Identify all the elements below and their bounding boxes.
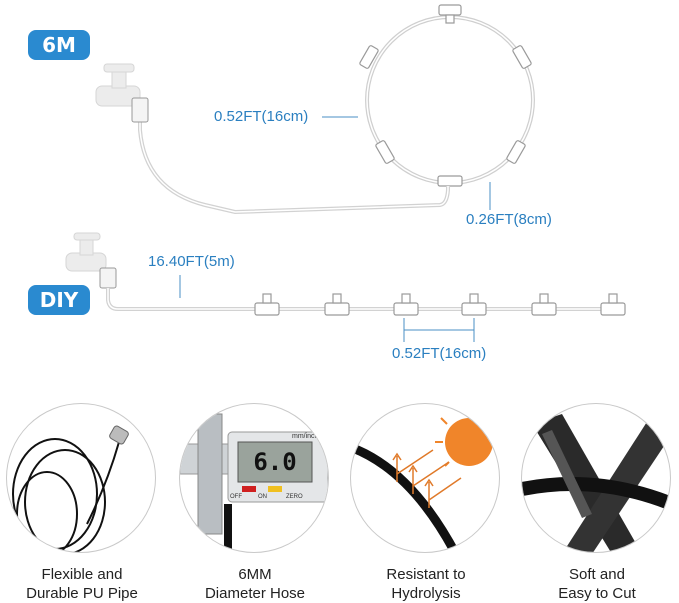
line-spacing-label: 0.52FT(16cm) (392, 345, 487, 362)
svg-text:OFF: OFF (230, 494, 242, 500)
diy-faucet-icon (65, 232, 117, 289)
badge-6m: 6M (28, 30, 90, 60)
diy-tees (254, 293, 626, 316)
misting-diagram (65, 4, 626, 342)
sun-icon (351, 408, 498, 552)
caliper-icon: 6.0 mm/inch OFF ON ZERO (180, 413, 328, 552)
svg-text:6.0: 6.0 (253, 448, 296, 476)
feature-circle-hose (6, 403, 156, 553)
feature-circle-sun (350, 403, 500, 553)
badge-diy: DIY (28, 285, 90, 315)
coiled-hose-icon (12, 425, 129, 552)
scissors-icon (522, 414, 670, 552)
faucet-icon (95, 63, 149, 123)
ring-spacing-label: 0.52FT(16cm) (214, 108, 309, 125)
ring-tees (359, 4, 532, 187)
feature-circle-scissors (521, 403, 671, 553)
svg-text:mm/inch: mm/inch (292, 433, 319, 440)
svg-text:ON: ON (258, 494, 267, 500)
svg-text:ZERO: ZERO (286, 494, 303, 500)
feature-circle-caliper: 6.0 mm/inch OFF ON ZERO (179, 403, 329, 553)
hose-length-label: 16.40FT(5m) (148, 253, 235, 270)
branch-length-label: 0.26FT(8cm) (466, 211, 552, 228)
